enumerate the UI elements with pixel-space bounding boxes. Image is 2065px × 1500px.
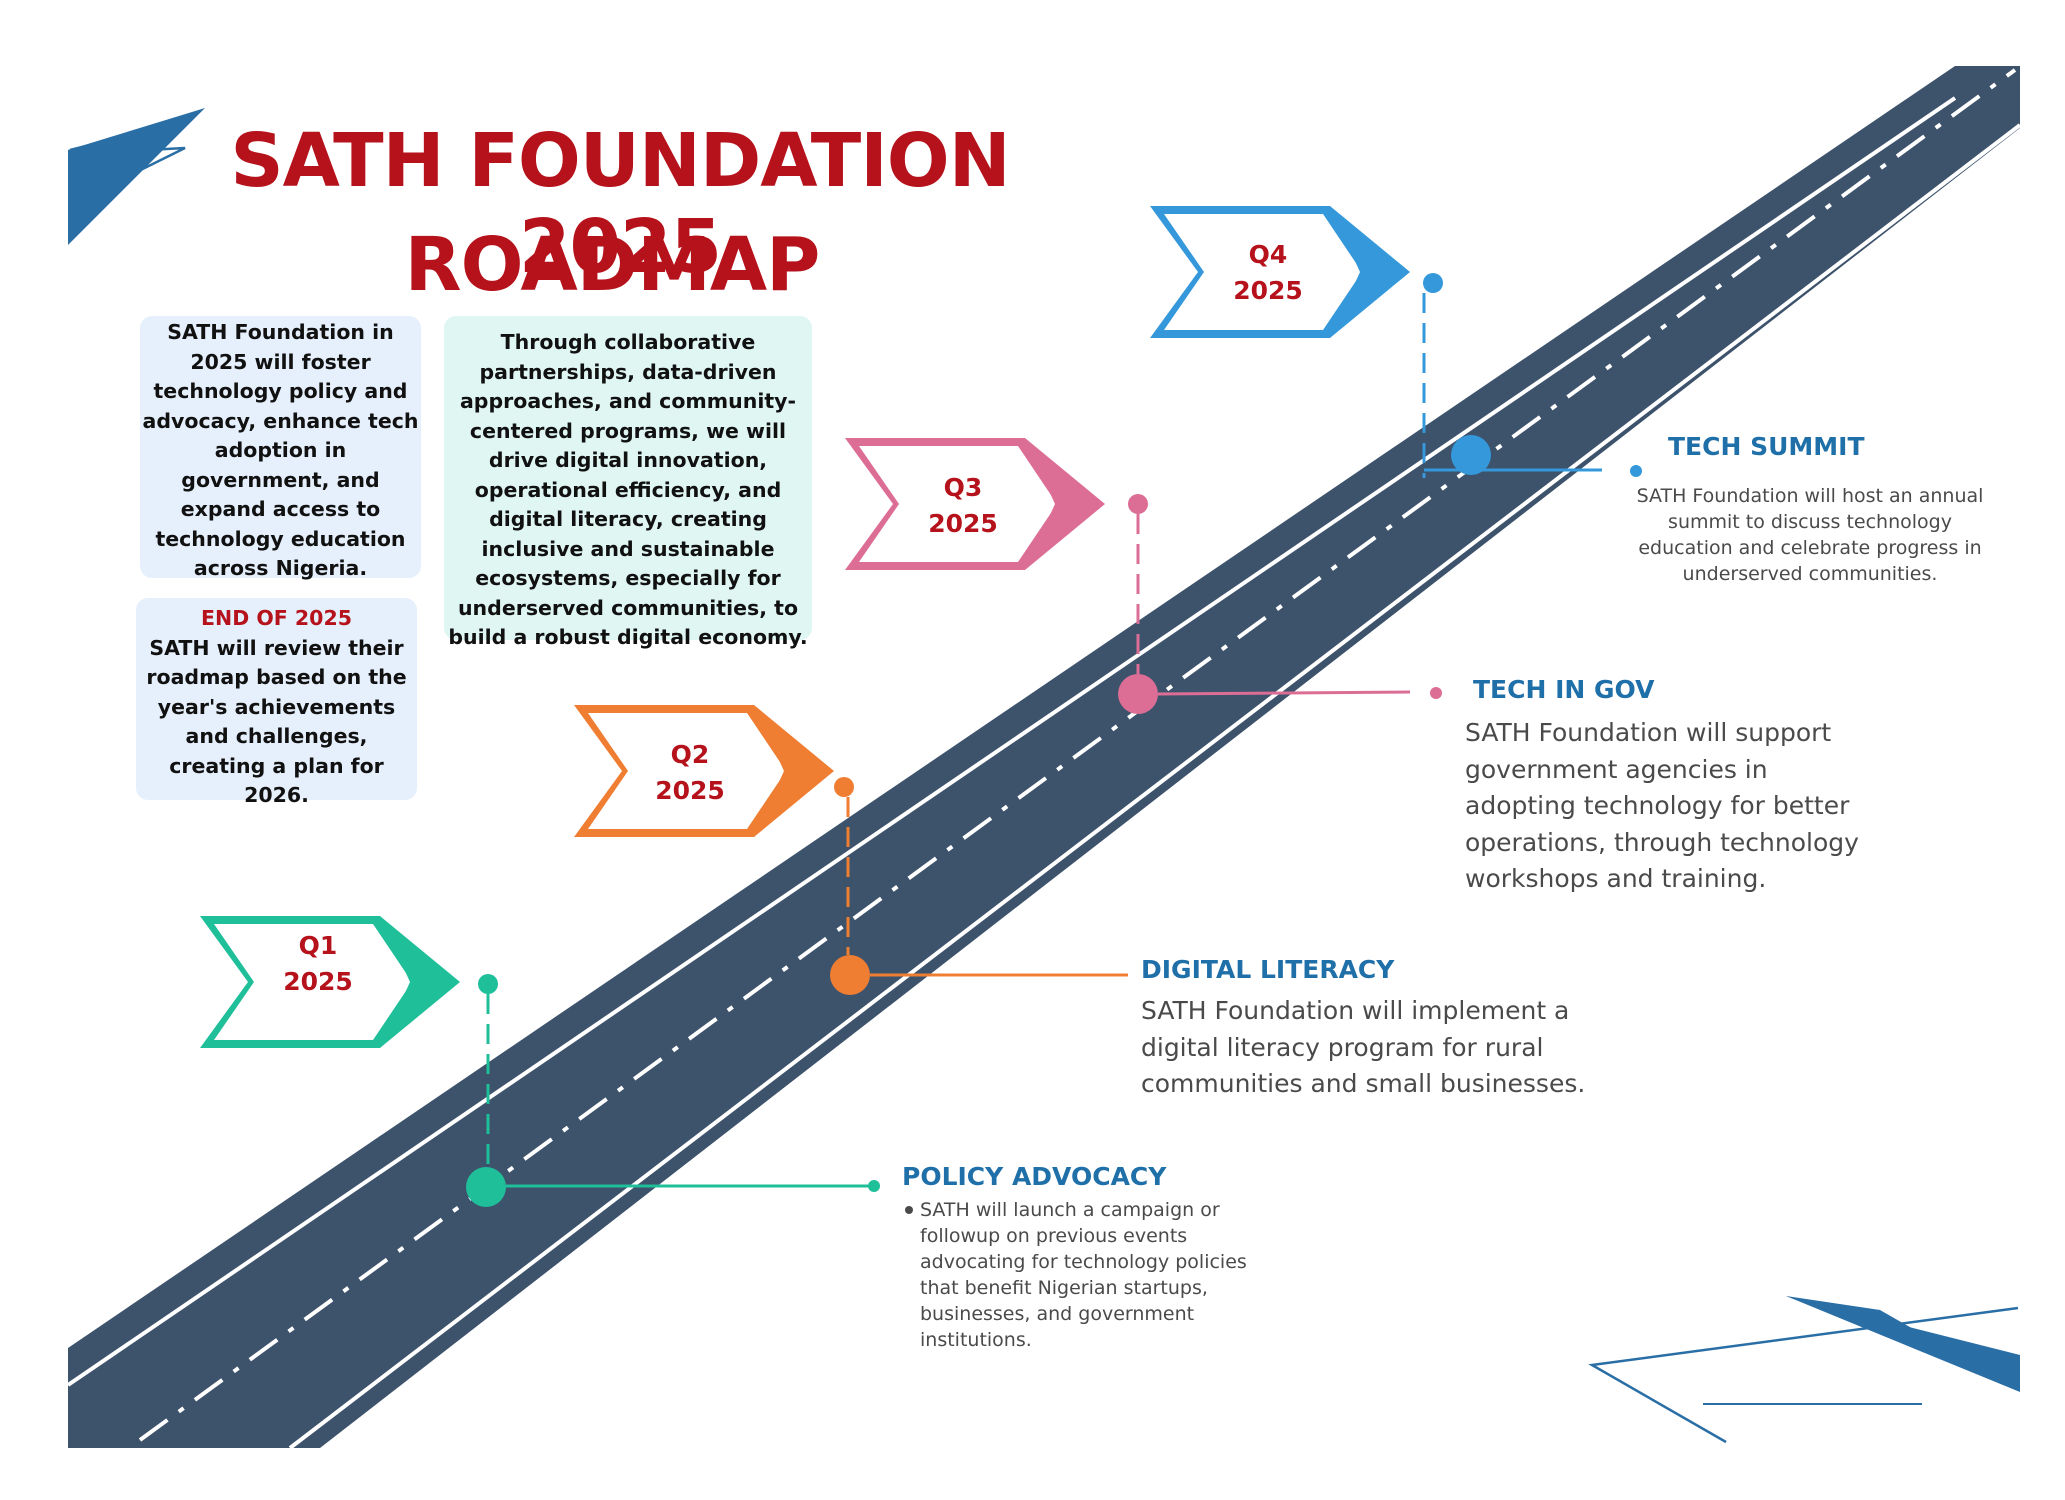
tech-summit-heading: TECH SUMMIT [1668,432,1865,461]
q2-label: Q2 2025 [620,737,760,809]
road [66,66,2022,1450]
paper-plane-top-left [68,108,205,245]
q4-label: Q4 2025 [1198,237,1338,309]
q3-year: 2025 [928,509,998,538]
q1-label: Q1 2025 [248,928,388,1000]
paper-plane-bottom-right [1588,1296,2020,1444]
q3-arrow [845,438,1105,570]
q2-arrow [574,705,834,837]
q1-arrow [200,916,460,1048]
tech-in-gov-text: SATH Foundation will support government … [1465,718,1859,893]
digital-literacy-heading: DIGITAL LITERACY [1141,955,1395,984]
end-of-year-title: END OF 2025 [201,606,352,630]
digital-literacy-text: SATH Foundation will implement a digital… [1141,996,1586,1098]
q1-quarter: Q1 [298,931,338,960]
intro-box: SATH Foundation in 2025 will foster tech… [140,316,421,580]
approach-box: Through collaborative partnerships, data… [444,316,812,649]
end-of-year-box: END OF 2025 SATH will review their roadm… [136,598,417,807]
q1-year: 2025 [283,967,353,996]
q2-connector [830,777,1128,995]
q2-year: 2025 [655,776,725,805]
q4-connector [1422,273,1642,478]
tech-summit-text: SATH Foundation will host an annual summ… [1636,485,1984,585]
tech-in-gov-heading: TECH IN GOV [1473,675,1655,704]
page-title-line2: ROADMAP [404,222,821,308]
q3-label: Q3 2025 [893,470,1033,542]
q4-quarter: Q4 [1248,240,1288,269]
q4-arrow [1150,206,1410,338]
policy-advocacy-text: SATH will launch a campaign or followup … [905,1197,1260,1353]
q3-quarter: Q3 [943,473,983,502]
q1-connector [466,974,880,1207]
policy-advocacy-heading: POLICY ADVOCACY [902,1162,1167,1191]
q3-connector [1118,494,1442,714]
q4-year: 2025 [1233,276,1303,305]
end-of-year-body: SATH will review their roadmap based on … [146,635,407,808]
page-title-line1: SATH FOUNDATION 2025 [230,118,1010,290]
q2-quarter: Q2 [670,740,710,769]
